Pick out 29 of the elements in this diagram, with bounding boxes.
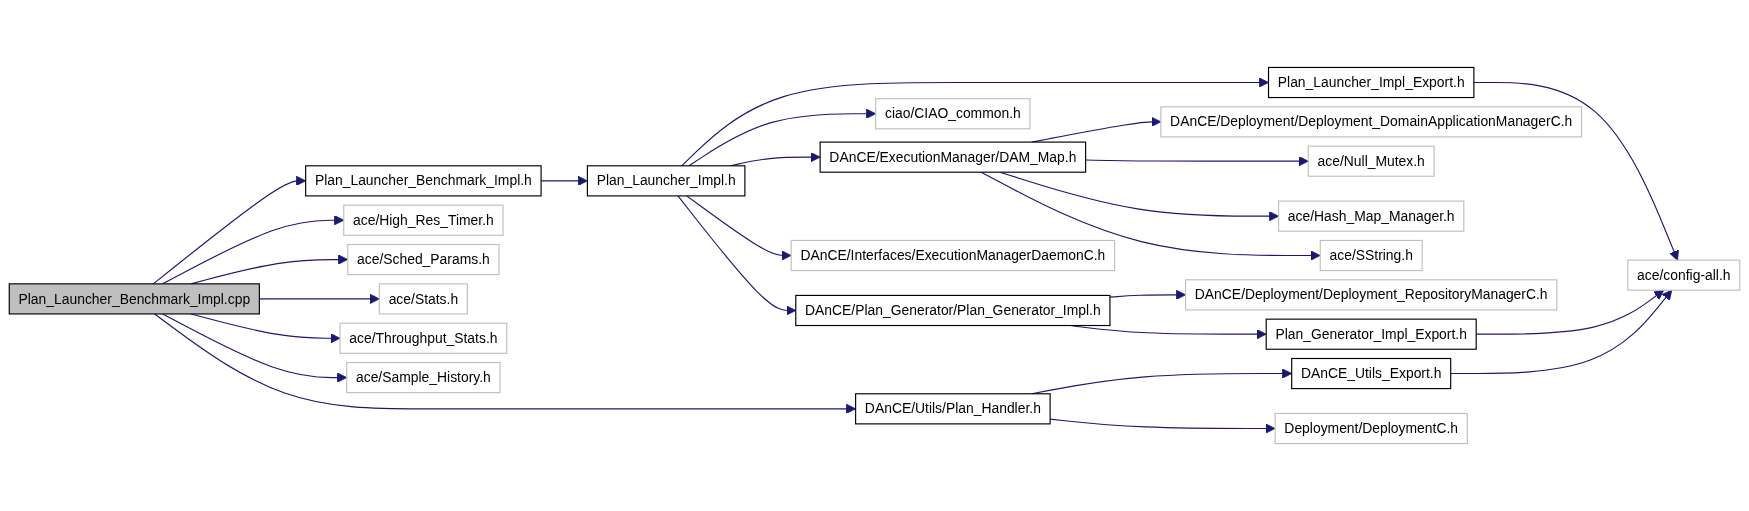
node-box: Plan_Launcher_Benchmark_Impl.cpp [8,283,260,315]
node-box: ace/High_Res_Timer.h [343,204,504,236]
node-box: Plan_Launcher_Impl_Export.h [1267,66,1475,99]
node-box: DAnCE/Plan_Generator/Plan_Generator_Impl.h [795,294,1111,327]
node-box: DAnCE/Deployment/Deployment_RepositoryManagerC.h [1185,279,1558,311]
node-box: ace/Hash_Map_Manager.h [1278,200,1465,232]
arrow [1450,289,1673,375]
node-box: DAnCE/ExecutionManager/DAM_Map.h [819,141,1087,173]
node-box: Plan_Launcher_Benchmark_Impl.h [305,165,542,197]
arrow [1085,156,1309,167]
node-box: ace/config-all.h [1627,259,1741,291]
node-box: Plan_Generator_Impl_Export.h [1265,318,1477,350]
node-box: ace/Sched_Params.h [347,243,500,276]
node-box: ace/SString.h [1319,239,1423,272]
arrow [980,171,1321,261]
node-box: DAnCE/Utils/Plan_Handler.h [855,393,1051,425]
node-box: Deployment/DeploymentC.h [1274,412,1468,445]
arrow [681,77,1269,167]
node-box: DAnCE/Deployment/Deployment_DomainApplicationManagerC.h [1160,106,1583,138]
node-box: ace/Sample_History.h [346,361,501,394]
arrow [1473,81,1679,261]
arrow [686,195,792,261]
node-box: DAnCE_Utils_Export.h [1291,357,1452,390]
node-box: ciao/CIAO_common.h [875,98,1031,130]
node-box: ace/Stats.h [378,283,468,315]
node-box: ace/Throughput_Stats.h [339,322,508,354]
node-box: ace/Null_Mutex.h [1307,145,1435,177]
node-box: Plan_Launcher_Impl.h [586,165,746,197]
node-box: DAnCE/Interfaces/ExecutionManagerDaemonC.h [790,239,1116,272]
